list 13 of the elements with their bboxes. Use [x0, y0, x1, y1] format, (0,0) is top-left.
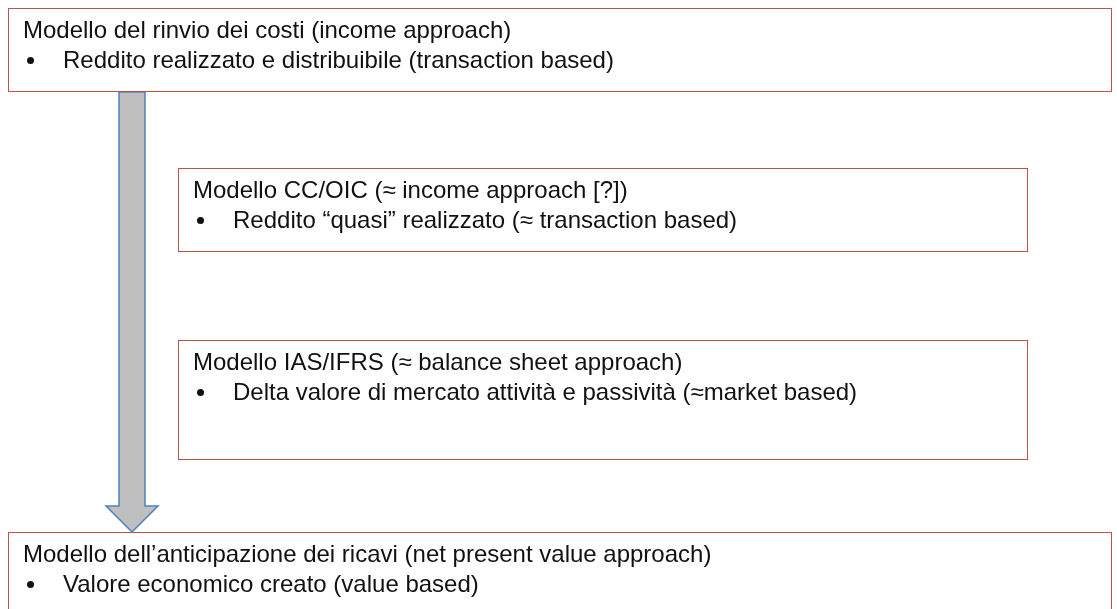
text-box: [8, 8, 1112, 92]
block-arrow: [104, 91, 160, 534]
box-heading: Modello dell’anticipazione dei ricavi (net present value approach): [23, 539, 713, 569]
text-box: [178, 168, 1028, 252]
bullet-text: Reddito realizzato e distribuibile (transaction based): [63, 45, 615, 75]
text-box: [178, 340, 1028, 460]
box-heading: Modello IAS/IFRS (≈ balance sheet approach): [193, 347, 684, 377]
bullet-text: Reddito “quasi” realizzato (≈ transaction based): [233, 205, 739, 235]
box-heading: Modello CC/OIC (≈ income approach [?]): [193, 175, 629, 205]
text-box: [8, 532, 1112, 609]
bullet-text: Valore economico creato (value based): [63, 569, 480, 599]
box-heading: Modello del rinvio dei costi (income approach): [23, 15, 513, 45]
bullet-text: Delta valore di mercato attività e passività (≈market based): [233, 377, 859, 407]
